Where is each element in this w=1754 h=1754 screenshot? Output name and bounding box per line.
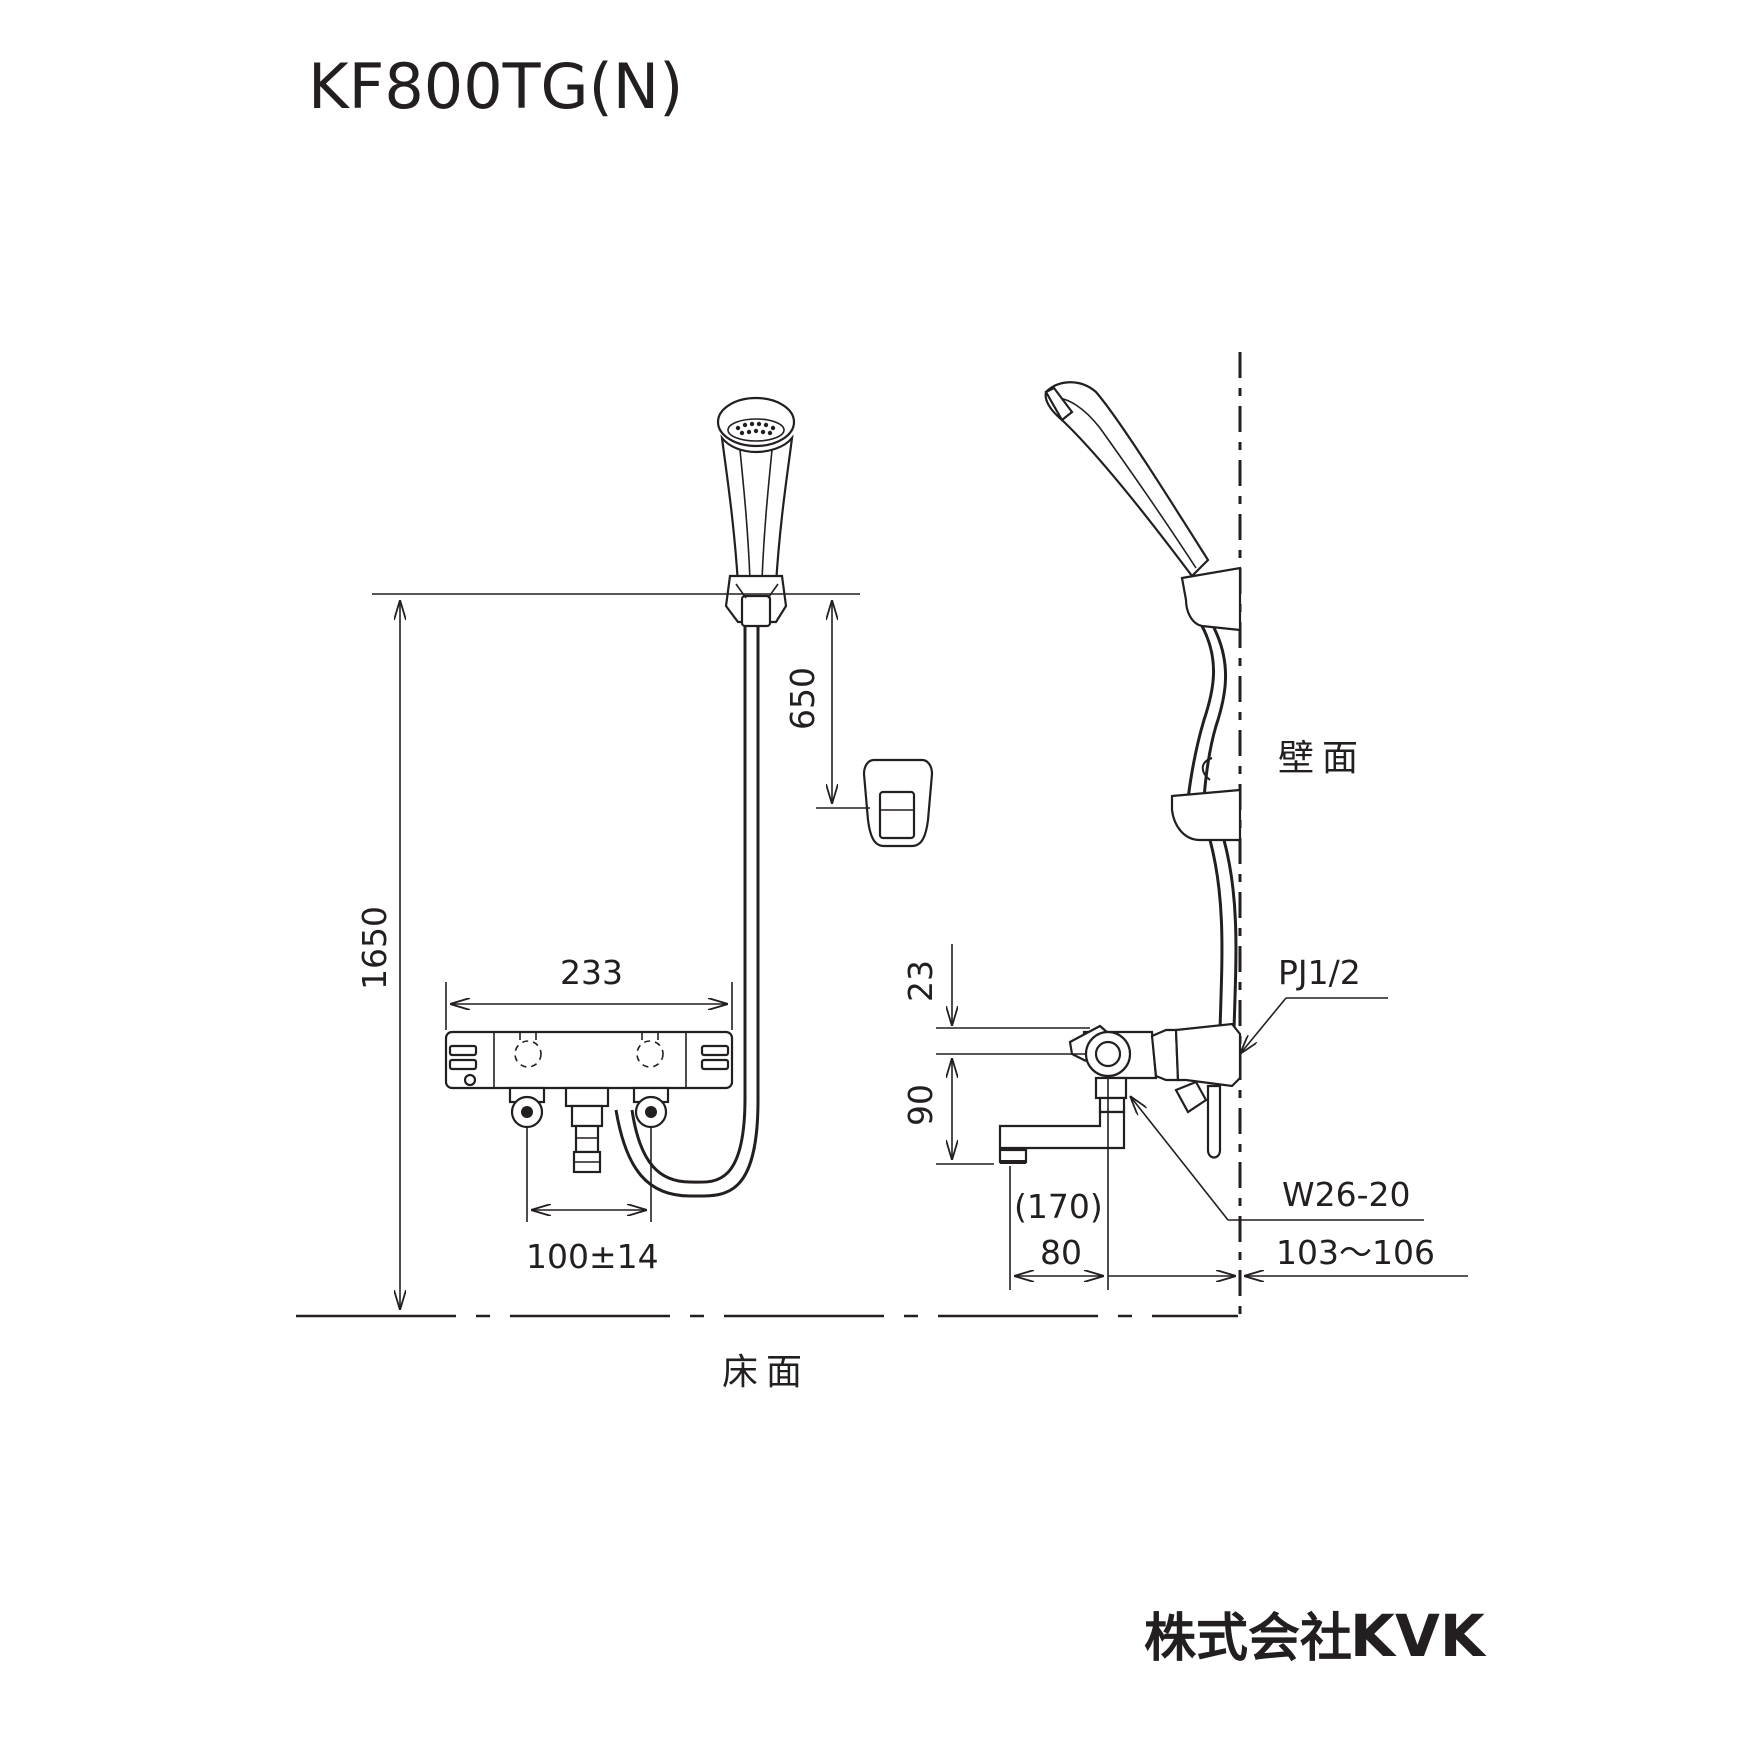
label-spout-thread: W26-20 — [1282, 1175, 1411, 1214]
dim-spout-reach: (170) — [1014, 1187, 1103, 1226]
shower-head-side — [1044, 381, 1210, 578]
dim-spout-tip: 80 — [1040, 1233, 1082, 1272]
dim-wall-projection: 103～106 — [1276, 1233, 1435, 1272]
shower-hose-front — [630, 626, 747, 1184]
shower-holder-top — [724, 574, 788, 628]
wall-label: 壁面 — [1278, 738, 1366, 779]
dim-inlet-spacing: 100±14 — [526, 1237, 659, 1276]
shower-holder-bottom — [862, 758, 934, 848]
model-title: KF800TG(N) — [308, 50, 683, 123]
label-pipe-thread: PJ1/2 — [1278, 953, 1361, 992]
slide-bar-clip — [1170, 788, 1242, 842]
shower-head-front — [716, 396, 796, 586]
dim-holder-gap: 650 — [783, 667, 822, 730]
side-view: 23 90 PJ1/2 W26-20 (170) 80 103～106 — [901, 381, 1468, 1290]
slide-holder-top — [1180, 566, 1242, 632]
company-name: 株式会社 — [1144, 1609, 1352, 1669]
front-view: 1650 650 233 100±14 — [355, 396, 934, 1310]
dim-spout-drop: 90 — [901, 1084, 940, 1126]
company-logo: KVK — [1350, 1602, 1487, 1670]
dim-height-total: 1650 — [355, 906, 394, 990]
mixer-body-front — [444, 1030, 734, 1174]
mixer-body-side — [998, 1022, 1242, 1164]
dim-offset-top: 23 — [901, 960, 940, 1002]
floor-label: 床面 — [722, 1352, 810, 1393]
dim-body-width: 233 — [560, 953, 623, 992]
